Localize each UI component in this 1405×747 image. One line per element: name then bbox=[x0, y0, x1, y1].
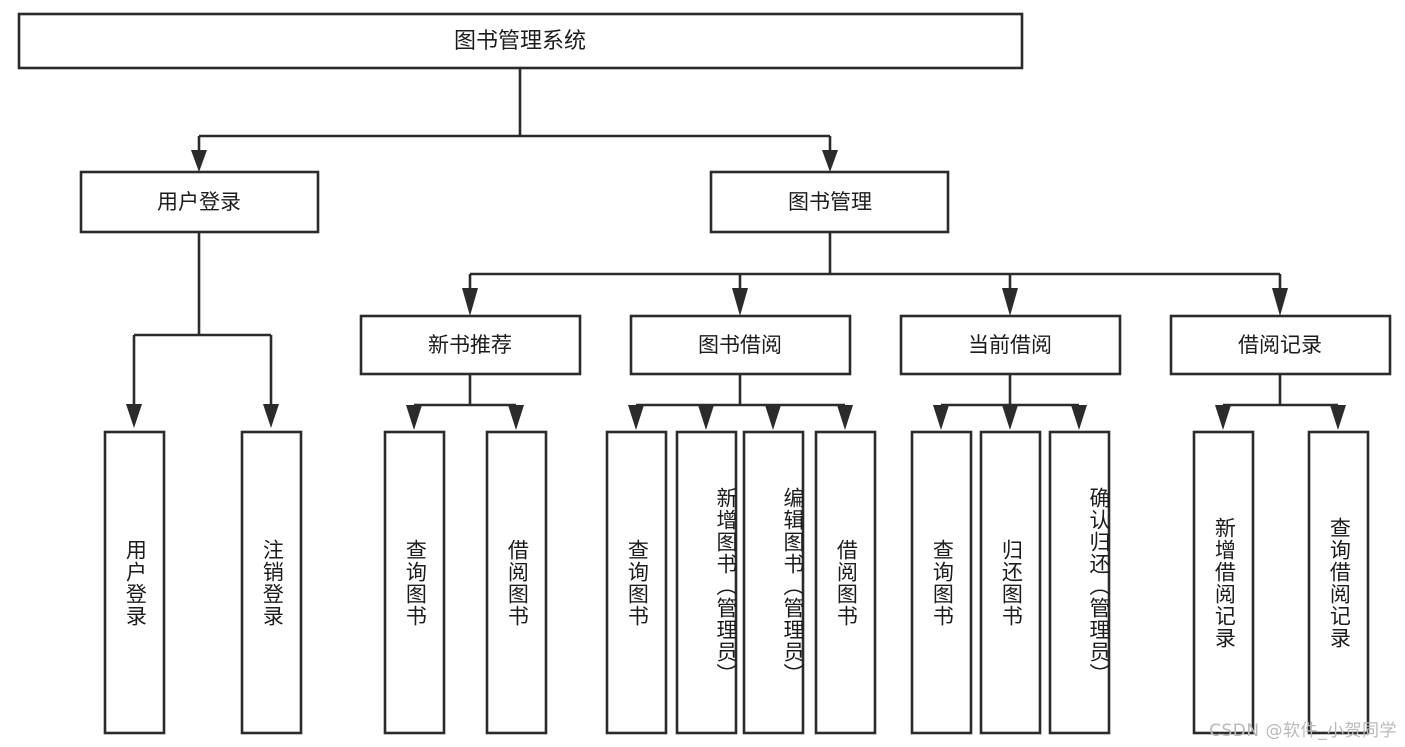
leaf-box-logout[interactable] bbox=[240, 430, 303, 735]
leaf-box-query-book-bw[interactable] bbox=[605, 430, 668, 735]
arrow-head-bookmgmt bbox=[822, 150, 838, 172]
arrow-head-records bbox=[1272, 288, 1288, 316]
node-new-book-recommend-label: 新书推荐 bbox=[428, 333, 512, 357]
arrow-head-bw-leaf-3 bbox=[765, 405, 781, 430]
leaf-box-query-book-cb[interactable] bbox=[910, 430, 973, 735]
arrow-head-newbook bbox=[462, 288, 478, 316]
node-current-borrow-label: 当前借阅 bbox=[968, 333, 1052, 357]
arrow-head-nb-leaf-2 bbox=[508, 405, 524, 430]
arrow-head-bw-leaf-2 bbox=[698, 405, 714, 430]
arrow-head-bw-leaf-1 bbox=[628, 405, 644, 430]
node-borrow-records-box[interactable] bbox=[1169, 314, 1392, 376]
arrow-head-rc-leaf-2 bbox=[1330, 405, 1346, 430]
node-book-borrow-box[interactable] bbox=[629, 314, 852, 376]
node-borrow-records-label: 借阅记录 bbox=[1238, 333, 1322, 357]
arrow-head-bw-leaf-4 bbox=[837, 405, 853, 430]
leaf-box-borrow-book-bw[interactable] bbox=[814, 430, 877, 735]
arrow-head-leaf-logout bbox=[263, 404, 279, 428]
arrow-head-current bbox=[1002, 288, 1018, 316]
arrow-head-cb-leaf-3 bbox=[1071, 405, 1087, 430]
leaf-box-query-book-nb[interactable] bbox=[383, 430, 446, 735]
node-root-box[interactable] bbox=[17, 12, 1024, 70]
node-new-book-recommend-box[interactable] bbox=[359, 314, 582, 376]
leaf-box-user-login[interactable] bbox=[103, 430, 166, 735]
node-book-borrow-label: 图书借阅 bbox=[698, 333, 782, 357]
arrow-head-rc-leaf-1 bbox=[1215, 405, 1231, 430]
leaf-box-borrow-book-nb[interactable] bbox=[485, 430, 548, 735]
leaf-box-add-borrow-record[interactable] bbox=[1192, 430, 1255, 735]
arrow-head-login bbox=[191, 150, 207, 172]
arrow-head-leaf-user-login bbox=[126, 404, 142, 428]
leaf-box-confirm-return-admin[interactable] bbox=[1048, 430, 1111, 735]
node-current-borrow-box[interactable] bbox=[899, 314, 1122, 376]
connectors bbox=[126, 68, 1346, 430]
node-user-login-box[interactable] bbox=[79, 170, 320, 234]
leaf-box-return-book[interactable] bbox=[979, 430, 1042, 735]
arrow-head-borrow bbox=[732, 288, 748, 316]
node-book-management-label: 图书管理 bbox=[788, 190, 872, 214]
leaf-box-edit-book-admin[interactable] bbox=[742, 430, 805, 735]
leaf-box-query-borrow-record[interactable] bbox=[1307, 430, 1370, 735]
arrow-head-cb-leaf-1 bbox=[933, 405, 949, 430]
leaf-box-add-book-admin[interactable] bbox=[675, 430, 738, 735]
node-user-login-label: 用户登录 bbox=[157, 190, 241, 214]
node-book-management-box[interactable] bbox=[709, 170, 950, 234]
arrow-head-cb-leaf-2 bbox=[1002, 405, 1018, 430]
node-root-label: 图书管理系统 bbox=[454, 29, 586, 54]
node-boxes: 图书管理系统 用户登录 图书管理 新书推荐 图书借阅 当前借阅 借阅记录 bbox=[17, 12, 1392, 735]
arrow-head-nb-leaf-1 bbox=[406, 405, 422, 430]
